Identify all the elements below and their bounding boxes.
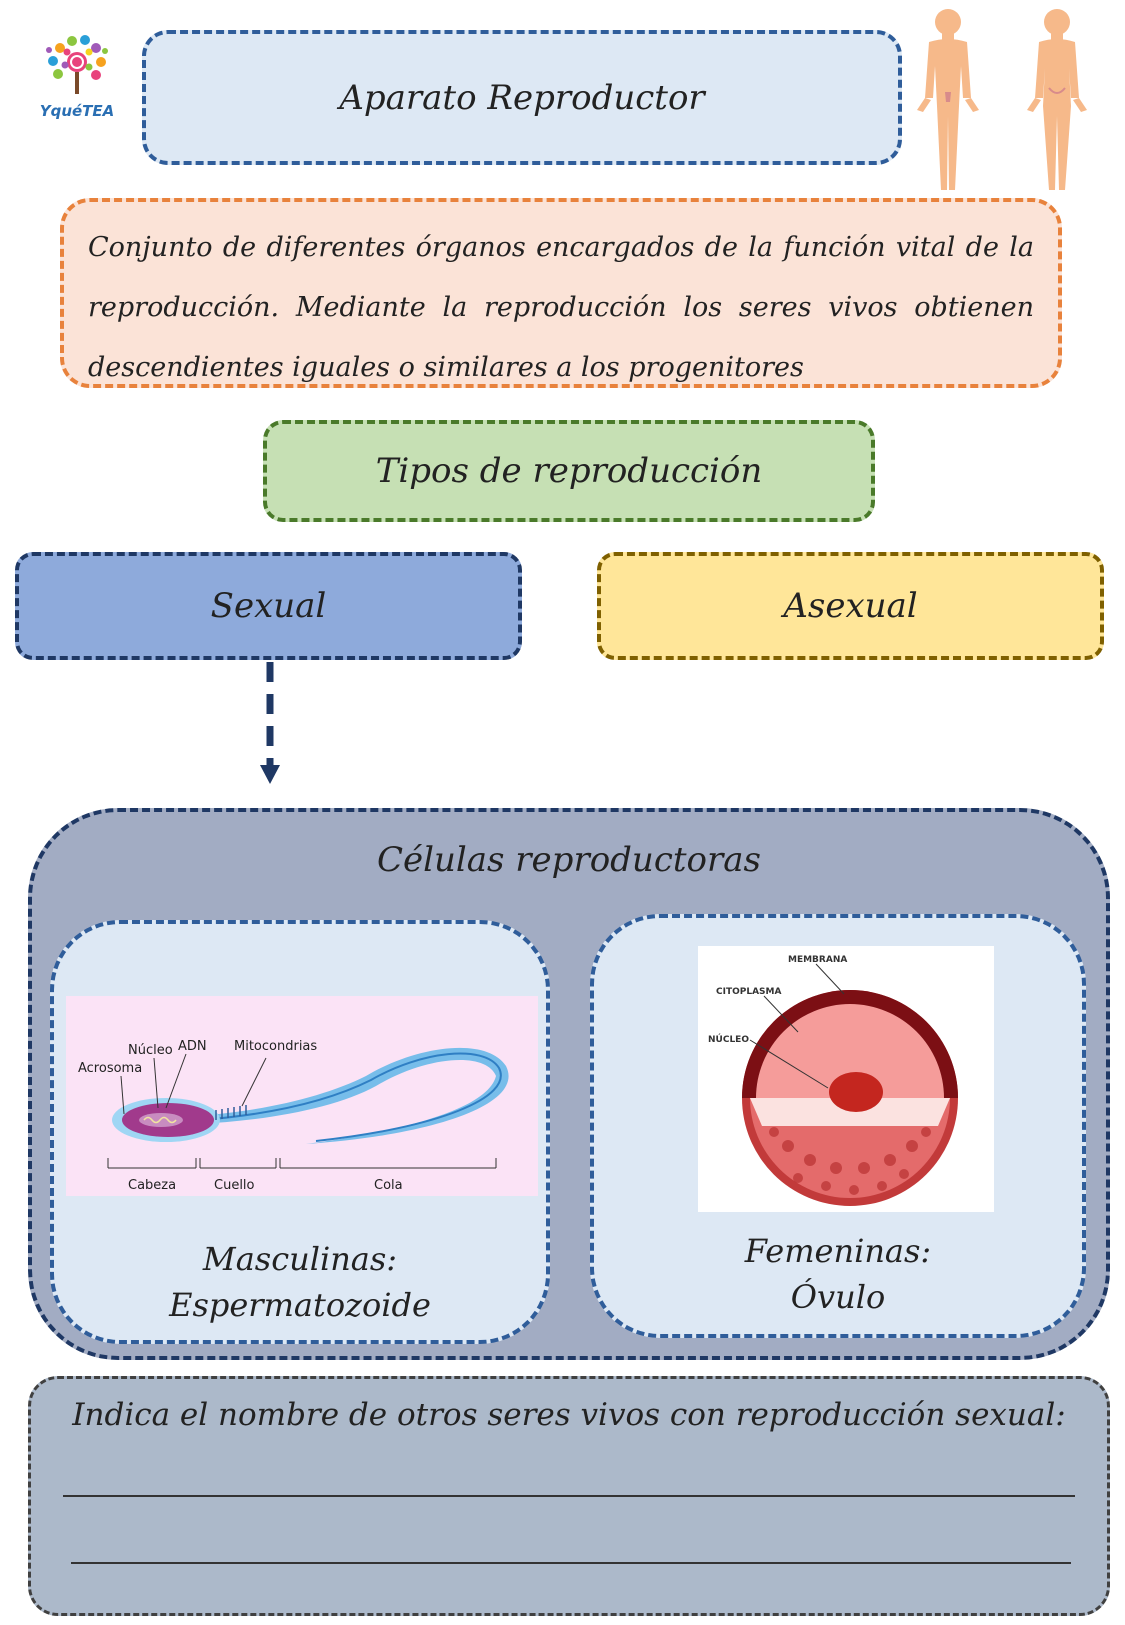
sperm-label-cuello: Cuello (214, 1178, 255, 1193)
asexual-reproduction-box: Asexual (597, 552, 1104, 660)
sperm-diagram: Núcleo ADN Mitocondrias Acrosoma Cabeza … (66, 996, 538, 1196)
logo-text: YquéTEA (39, 102, 115, 120)
logo: YquéTEA (38, 32, 116, 130)
page-title: Aparato Reproductor (142, 30, 902, 165)
female-figure-icon (1027, 9, 1087, 190)
female-cell-label: Femeninas: Óvulo (594, 1228, 1082, 1320)
male-cell-card: Núcleo ADN Mitocondrias Acrosoma Cabeza … (50, 920, 550, 1344)
types-heading: Tipos de reproducción (263, 420, 875, 522)
definition-text: Conjunto de diferentes órganos encargado… (60, 198, 1062, 388)
sexual-reproduction-box: Sexual (15, 552, 522, 660)
ovum-label-nucleo: NÚCLEO (708, 1033, 749, 1045)
male-label-line1: Masculinas: (202, 1240, 398, 1278)
sperm-label-cabeza: Cabeza (128, 1178, 176, 1193)
male-figure-icon (917, 9, 979, 190)
male-label-line2: Espermatozoide (169, 1286, 431, 1324)
sperm-label-nucleo: Núcleo (128, 1043, 173, 1058)
ovum-label-membrana: MEMBRANA (788, 955, 847, 965)
sperm-label-acrosoma: Acrosoma (78, 1061, 142, 1076)
reproductive-cells-panel: Células reproductoras (28, 808, 1110, 1360)
sperm-label-adn: ADN (178, 1039, 207, 1054)
answer-line-1[interactable] (63, 1495, 1075, 1497)
sperm-label-cola: Cola (374, 1178, 403, 1193)
male-cell-label: Masculinas: Espermatozoide (54, 1236, 546, 1328)
sperm-label-mitocondrias: Mitocondrias (234, 1039, 317, 1054)
logo-tree-icon (46, 35, 108, 94)
question-panel: Indica el nombre de otros seres vivos co… (28, 1376, 1110, 1616)
ovum-diagram: MEMBRANA CITOPLASMA NÚCLEO (698, 946, 994, 1212)
female-label-line1: Femeninas: (744, 1232, 932, 1270)
female-label-line2: Óvulo (790, 1278, 886, 1316)
answer-line-2[interactable] (71, 1562, 1071, 1564)
female-cell-card: MEMBRANA CITOPLASMA NÚCLEO Femeninas: Óv… (590, 914, 1086, 1338)
cells-title: Células reproductoras (377, 840, 761, 880)
human-figures (915, 6, 1115, 196)
question-text: Indica el nombre de otros seres vivos co… (72, 1397, 1066, 1433)
arrow-down-icon (255, 662, 285, 787)
ovum-label-citoplasma: CITOPLASMA (716, 987, 781, 997)
